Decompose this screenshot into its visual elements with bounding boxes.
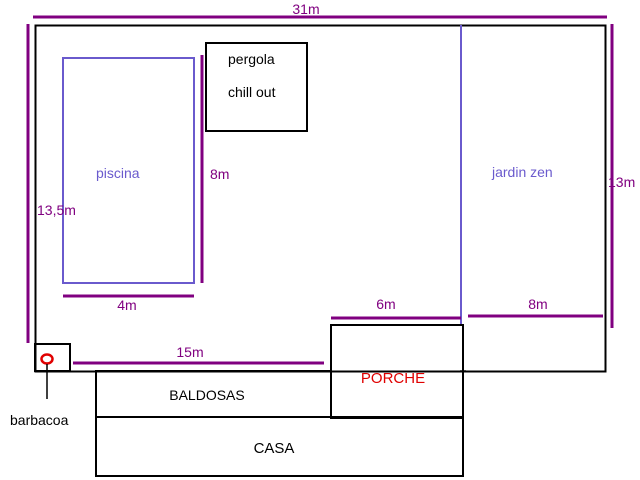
- house-label: CASA: [254, 440, 295, 457]
- barbecue-box: [34, 343, 71, 372]
- pool-label: piscina: [96, 165, 140, 181]
- dim-label-pool-width: 4m: [117, 297, 136, 313]
- pool-area: [62, 57, 195, 284]
- pergola-area: [205, 42, 308, 132]
- house-area: [95, 416, 464, 477]
- barbecue-label: barbacoa: [10, 412, 69, 428]
- tiles-label: BALDOSAS: [169, 387, 244, 403]
- zen-garden-label: jardin zen: [491, 164, 553, 180]
- porch-label: PORCHE: [361, 370, 425, 387]
- pergola-label-line1: pergola: [228, 51, 275, 67]
- dim-label-porch: 6m: [376, 296, 395, 312]
- barbecue-marker-icon: [40, 353, 54, 365]
- dim-label-zen-width: 8m: [528, 296, 547, 312]
- dim-label-depth-left: 13,5m: [37, 202, 76, 218]
- dim-label-width-total: 31m: [292, 1, 319, 17]
- dim-label-terrace: 15m: [176, 344, 203, 360]
- dim-label-zen-depth: 13m: [608, 174, 635, 190]
- dim-label-pool-depth: 8m: [210, 166, 229, 182]
- pergola-label-line2: chill out: [228, 84, 276, 100]
- plot-outline: [34, 24, 607, 373]
